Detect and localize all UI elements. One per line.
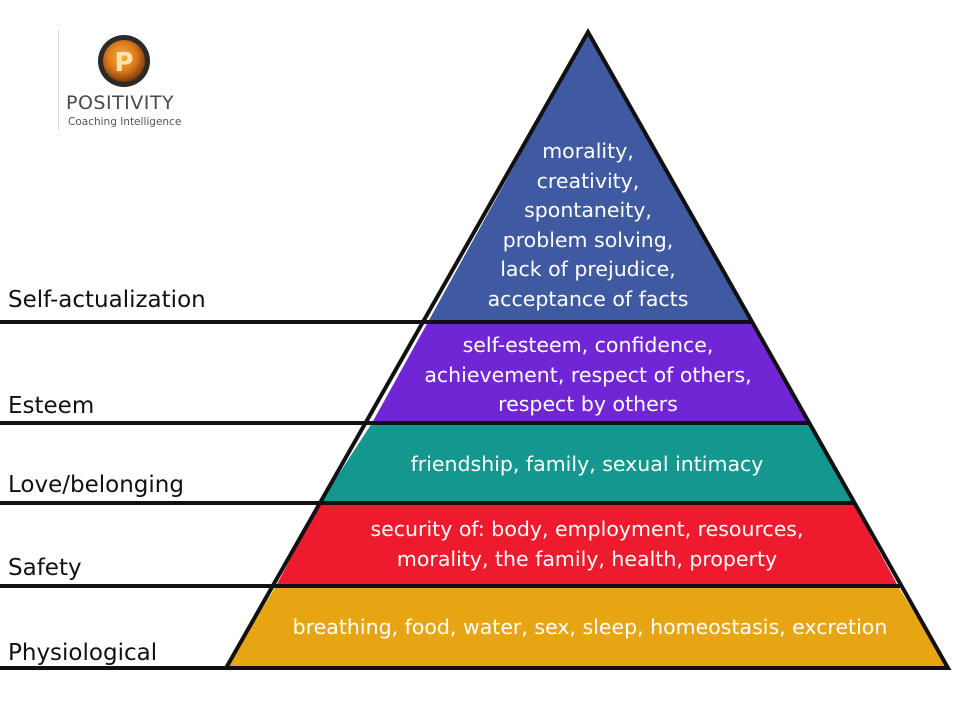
need-line: acceptance of facts xyxy=(487,286,689,311)
needs-self-actualization: morality, creativity, spontaneity, probl… xyxy=(488,137,689,314)
need-line: friendship, family, sexual intimacy xyxy=(410,452,764,476)
level-label-safety: Safety xyxy=(8,555,82,581)
need-line: morality, the family, health, property xyxy=(396,546,778,571)
need-line: breathing, food, water, sex, sleep, home… xyxy=(292,615,888,639)
need-line: self-esteem, confidence, xyxy=(462,333,714,357)
logo-tagline: Coaching Intelligence xyxy=(68,116,182,128)
need-line: security of: body, employment, resources… xyxy=(370,517,804,541)
tier-esteem xyxy=(372,322,808,423)
needs-love-belonging: friendship, family, sexual intimacy xyxy=(411,450,764,480)
level-label-physiological: Physiological xyxy=(8,640,158,666)
needs-esteem: self-esteem, confidence, achievement, re… xyxy=(424,331,751,420)
level-label-self-actualization: Self-actualization xyxy=(8,287,206,313)
tier-safety xyxy=(276,503,898,586)
svg-text:P: P xyxy=(114,48,133,78)
need-line: spontaneity, xyxy=(524,198,652,222)
logo-divider xyxy=(58,30,59,130)
pyramid-outline xyxy=(222,27,952,670)
tier-self-actualization xyxy=(428,32,751,322)
logo-name: POSITIVITY xyxy=(66,92,175,114)
need-line: respect by others xyxy=(498,392,678,416)
need-line: creativity, xyxy=(536,168,640,193)
need-line: achievement, respect of others, xyxy=(424,362,752,387)
tier-physiological xyxy=(226,586,948,668)
needs-safety: security of: body, employment, resources… xyxy=(370,515,803,574)
needs-physiological: breathing, food, water, sex, sleep, home… xyxy=(293,613,888,643)
level-label-love-belonging: Love/belonging xyxy=(8,472,184,498)
level-label-esteem: Esteem xyxy=(8,393,95,419)
logo-mark-icon: P xyxy=(98,35,150,87)
tier-love-belonging xyxy=(320,423,853,503)
positivity-logo: P POSITIVITY Coaching Intelligence xyxy=(58,28,198,138)
need-line: morality, xyxy=(542,139,634,163)
need-line: lack of prejudice, xyxy=(500,257,676,281)
need-line: problem solving, xyxy=(502,227,674,252)
